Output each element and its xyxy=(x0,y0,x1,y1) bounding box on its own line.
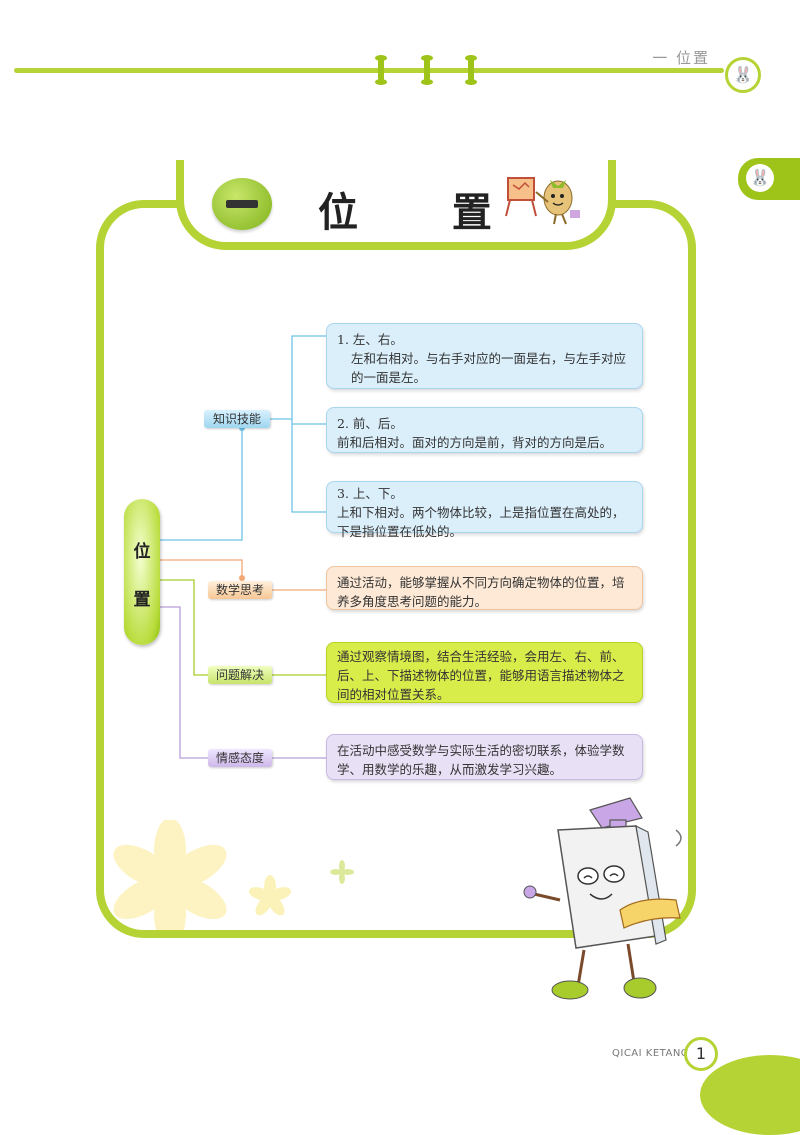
header-divider xyxy=(14,68,724,73)
rabbit-face-icon: 🐰 xyxy=(746,164,774,192)
binder-pin xyxy=(465,55,477,85)
category-problem-solving: 问题解决 xyxy=(208,666,272,684)
category-math-thinking: 数学思考 xyxy=(208,581,272,599)
mindmap-connectors xyxy=(160,335,326,759)
chapter-title: 位 置 xyxy=(318,190,532,236)
category-knowledge: 知识技能 xyxy=(204,410,270,428)
math-thinking-box: 通过活动，能够掌握从不同方向确定物体的位置，培养多角度思考问题的能力。 xyxy=(326,566,643,610)
box-heading: 2. 前、后。 xyxy=(337,416,403,431)
root-char: 置 xyxy=(133,590,151,610)
side-tab: 🐰 xyxy=(738,158,800,200)
box-text: 左和右相对。与右手对应的一面是右，与左手对应的一面是左。 xyxy=(351,351,627,385)
book-mascot-illustration xyxy=(523,797,682,1000)
flower-decoration-small xyxy=(248,875,292,916)
footer-brand: QICAI KETANG xyxy=(612,1048,690,1059)
box-heading: 1. 左、右。 xyxy=(337,332,403,347)
flower-decoration xyxy=(113,820,227,930)
knowledge-box-left-right: 1. 左、右。 左和右相对。与右手对应的一面是右，与左手对应的一面是左。 xyxy=(326,323,643,389)
pineapple-easel-illustration xyxy=(505,177,580,225)
box-text: 前和后相对。面对的方向是前，背对的方向是后。 xyxy=(337,435,613,450)
chapter-number-badge xyxy=(212,178,272,230)
knowledge-box-up-down: 3. 上、下。 上和下相对。两个物体比较，上是指位置在高处的，下是指位置在低处的… xyxy=(326,481,643,539)
knowledge-box-front-back: 2. 前、后。 前和后相对。面对的方向是前，背对的方向是后。 xyxy=(326,407,643,453)
rabbit-logo-icon: 🐰 xyxy=(725,57,761,93)
page-number: 1 xyxy=(684,1037,718,1071)
attitude-box: 在活动中感受数学与实际生活的密切联系，体验学数学、用数学的乐趣，从而激发学习兴趣… xyxy=(326,734,643,780)
chapter-number-dash xyxy=(226,200,258,208)
root-char: 位 xyxy=(133,542,151,562)
mindmap-root: 位 置 xyxy=(124,499,160,645)
header-section-label: 一 位置 xyxy=(652,49,710,67)
category-attitude: 情感态度 xyxy=(208,749,272,767)
binder-pin xyxy=(421,55,433,85)
box-heading: 3. 上、下。 xyxy=(337,486,403,501)
binder-pin xyxy=(375,55,387,85)
box-text: 上和下相对。两个物体比较，上是指位置在高处的，下是指位置在低处的。 xyxy=(337,505,625,539)
problem-solving-box: 通过观察情境图，结合生活经验，会用左、右、前、后、上、下描述物体的位置，能够用语… xyxy=(326,642,643,703)
flower-decoration-tiny xyxy=(330,860,354,884)
